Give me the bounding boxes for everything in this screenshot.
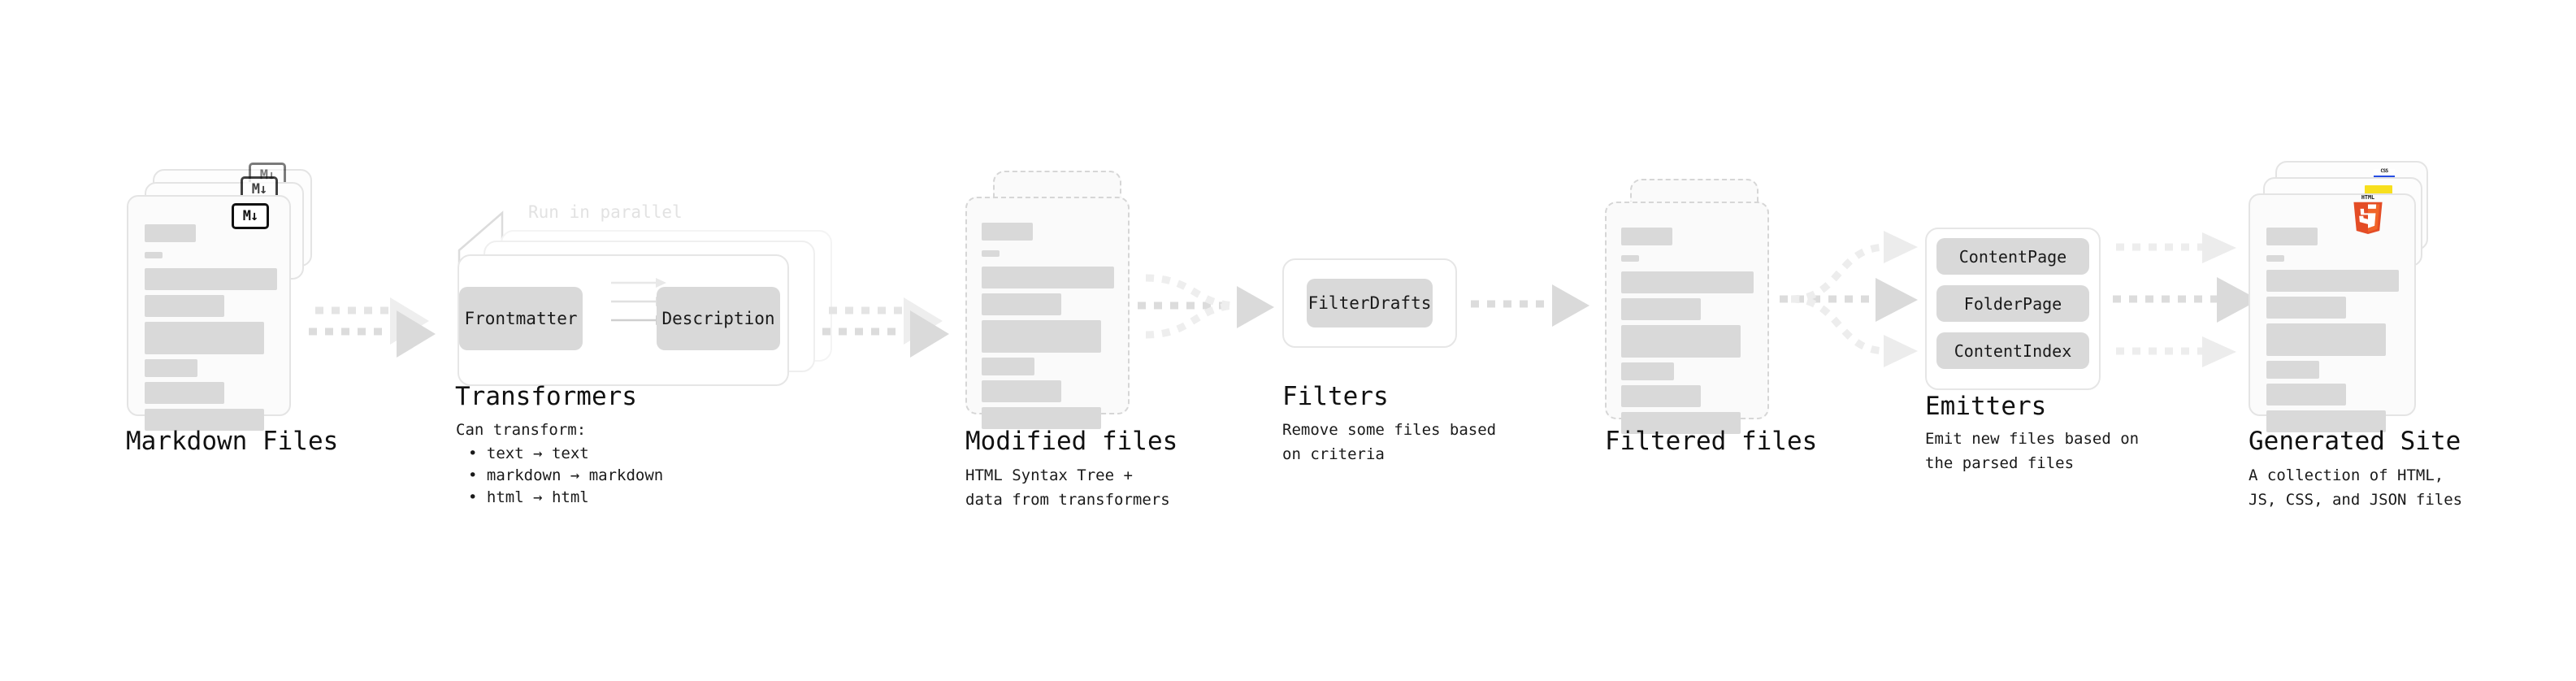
connector-markdown-to-transformers [309,297,436,358]
transformers-bullet-1: • markdown → markdown [468,466,664,484]
skeleton-line-6 [982,407,1101,429]
site-card-front[interactable] [2249,193,2416,432]
connector-filtered-to-emitters [1780,231,1918,367]
run-in-parallel-label: Run in parallel [528,202,683,222]
skeleton-title-bar [982,223,1033,241]
connector-emitters-to-site [2113,232,2259,367]
chip-description[interactable]: Description [657,287,780,350]
skeleton-meta-bar [982,250,1000,257]
stage-title-filters: Filters [1282,382,1389,411]
skeleton-line-4 [1621,362,1674,380]
connector-transformers-to-modified [822,297,949,358]
skeleton-line-5 [982,380,1061,402]
chip-folderpage[interactable]: FolderPage [1936,285,2089,322]
stage-desc-filters: Remove some files based on criteria [1282,421,1497,463]
transformers-bullet-2: • html → html [468,488,589,506]
skeleton-line-6 [2266,410,2386,432]
html5-wordmark: HTML [2361,194,2374,201]
stage-title-emitters: Emitters [1925,392,2047,421]
markdown-badge-front: M↓ [232,203,269,229]
stage-title-generated-site: Generated Site [2249,427,2461,456]
skeleton-line-4 [2266,361,2319,379]
skeleton-line-2 [982,293,1061,315]
chip-contentpage[interactable]: ContentPage [1936,238,2089,275]
skeleton-line-5 [145,382,224,404]
skeleton-line-6 [145,409,264,431]
connector-filters-to-filtered [1471,284,1589,327]
skeleton-line-1 [145,268,277,290]
skeleton-meta-bar [145,252,163,258]
skeleton-line-2 [2266,297,2346,319]
chip-contentindex[interactable]: ContentIndex [1936,332,2089,369]
skeleton-meta-bar [2266,255,2284,262]
skeleton-line-1 [2266,270,2399,292]
skeleton-line-3 [145,322,264,354]
skeleton-meta-bar [1621,255,1639,262]
skeleton-line-4 [982,358,1034,375]
transformers-bullet-0: • text → text [468,445,589,462]
skeleton-line-1 [1621,271,1754,293]
skeleton-line-5 [2266,384,2346,406]
modified-card-front[interactable] [965,197,1130,429]
filtered-card-front[interactable] [1605,202,1769,434]
skeleton-line-3 [2266,323,2386,356]
html5-icon: HTML [2353,194,2383,234]
skeleton-title-bar [145,224,196,242]
skeleton-line-1 [982,267,1114,288]
skeleton-title-bar [2266,228,2318,245]
skeleton-line-2 [1621,298,1701,320]
skeleton-line-2 [145,295,224,317]
chip-filterdrafts[interactable]: FilterDrafts [1307,279,1433,327]
stage-title-modified-files: Modified files [965,427,1178,456]
markdown-card-front[interactable] [127,195,291,431]
stage-desc-generated-site: A collection of HTML, JS, CSS, and JSON … [2249,466,2463,509]
stage-title-markdown-files: Markdown Files [126,427,339,456]
transformers-bullets-intro: Can transform: [456,421,587,439]
css-badge-label: CSS [2380,168,2388,174]
connector-modified-to-filters [1138,274,1274,339]
skeleton-line-3 [1621,325,1741,358]
stage-title-transformers: Transformers [455,382,637,411]
chip-frontmatter[interactable]: Frontmatter [459,287,583,350]
skeleton-line-5 [1621,385,1701,407]
skeleton-line-4 [145,359,197,377]
skeleton-title-bar [1621,228,1672,245]
skeleton-line-3 [982,320,1101,353]
skeleton-line-6 [1621,412,1741,434]
stage-title-filtered-files: Filtered files [1605,427,1818,456]
stage-desc-emitters: Emit new files based on the parsed files [1925,430,2140,472]
stage-desc-modified-files: HTML Syntax Tree + data from transformer… [965,466,1170,509]
